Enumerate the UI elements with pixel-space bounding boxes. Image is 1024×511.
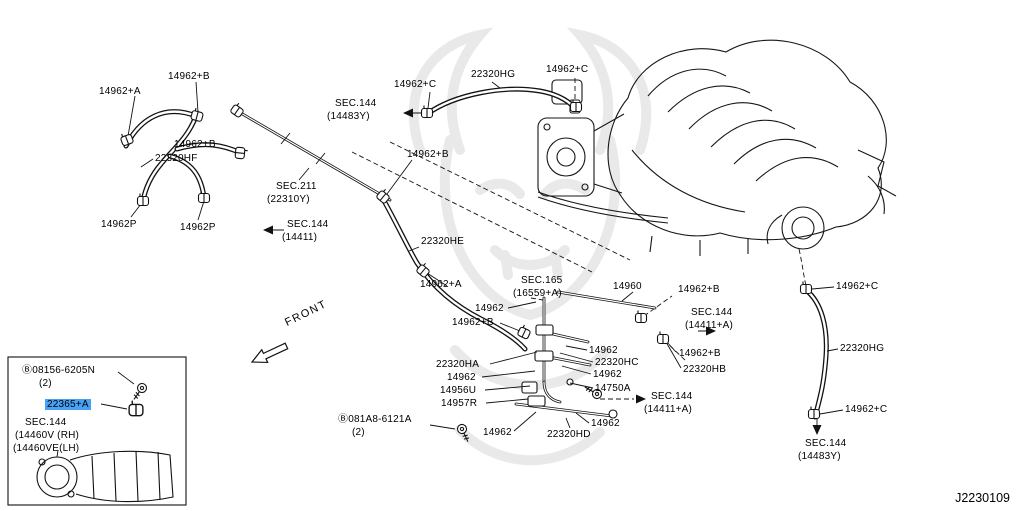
- section-ref-label: (14483Y): [798, 451, 841, 462]
- part-number-label: 14962: [475, 303, 504, 314]
- leader-lines: [127, 81, 844, 432]
- part-number-label: 14962P: [101, 219, 137, 230]
- section-ref-label: (14460VE(LH): [13, 443, 80, 454]
- dashed-reference-lines: [351, 78, 807, 400]
- rigid-pipes: [237, 110, 657, 419]
- part-number-label: 14962P: [180, 222, 216, 233]
- vacuum-hoses: [123, 86, 829, 420]
- part-number-label: 14962+C: [394, 79, 437, 90]
- section-ref-label: SEC.144: [25, 417, 67, 428]
- section-ref-label: SEC.144: [805, 438, 847, 449]
- part-number-label: 14962+C: [845, 404, 888, 415]
- quantity-label: (2): [352, 427, 365, 438]
- section-ref-label: (14483Y): [327, 111, 370, 122]
- section-ref-label: SEC.144: [651, 391, 693, 402]
- section-ref-label: SEC.165: [521, 275, 563, 286]
- part-number-label: 22320HD: [547, 429, 591, 440]
- section-ref-label: (16559+A): [513, 288, 562, 299]
- part-number-label: 22320HG: [471, 69, 516, 80]
- section-ref-label: (14411+A): [644, 404, 693, 415]
- section-ref-label: SEC.144: [335, 98, 377, 109]
- part-number-label: 14956U: [440, 385, 477, 396]
- part-number-label: 14957R: [441, 398, 478, 409]
- part-number-label: 14962+B: [678, 284, 720, 295]
- section-ref-label: SEC.211: [276, 181, 317, 192]
- part-number-label: 14962: [593, 369, 622, 380]
- bolt-part-label: Ⓑ081A8-6121A: [338, 414, 412, 425]
- part-number-label: 14962+B: [174, 139, 216, 150]
- part-number-label: 14962+C: [836, 281, 879, 292]
- inset-box: [7, 356, 187, 506]
- part-number-label: 14962: [447, 372, 476, 383]
- part-number-label: 22320HA: [436, 359, 480, 370]
- part-number-label: 14962+A: [99, 86, 141, 97]
- part-number-label: 14750A: [595, 383, 631, 394]
- part-number-label: 14962+B: [407, 149, 449, 160]
- section-arrows: [263, 108, 822, 435]
- section-ref-label: SEC.144: [287, 219, 329, 230]
- section-ref-label: (22310Y): [267, 194, 310, 205]
- section-ref-label: (14411+A): [685, 320, 734, 331]
- part-number-label: 14962+C: [546, 64, 589, 75]
- part-number-label: 14962+A: [420, 279, 462, 290]
- part-number-label: 14962+B: [168, 71, 210, 82]
- part-number-label: 14962: [589, 345, 618, 356]
- selected-part-label[interactable]: 22365+A: [45, 399, 91, 410]
- part-number-label: 22320HF: [155, 153, 198, 164]
- part-number-label: 14962+B: [452, 317, 494, 328]
- quantity-label: (2): [39, 378, 52, 389]
- part-number-label: 22320HG: [840, 343, 885, 354]
- part-number-label: 22320HC: [595, 357, 639, 368]
- section-ref-label: (14460V (RH): [15, 430, 80, 441]
- section-ref-label: SEC.144: [691, 307, 733, 318]
- bolt-part-label: Ⓑ08156-6205N: [22, 365, 96, 376]
- section-ref-label: (14411): [282, 232, 318, 243]
- part-number-label: 22320HB: [683, 364, 727, 375]
- part-number-label: 14960: [613, 281, 642, 292]
- engine-manifold: [537, 39, 897, 256]
- part-number-label: 14962+B: [679, 348, 721, 359]
- part-number-label: 22320HE: [421, 236, 465, 247]
- part-number-label: 14962: [591, 418, 620, 429]
- drawing-number: J2230109: [955, 491, 1010, 505]
- part-number-label: 14962: [483, 427, 512, 438]
- front-arrow: [250, 342, 289, 364]
